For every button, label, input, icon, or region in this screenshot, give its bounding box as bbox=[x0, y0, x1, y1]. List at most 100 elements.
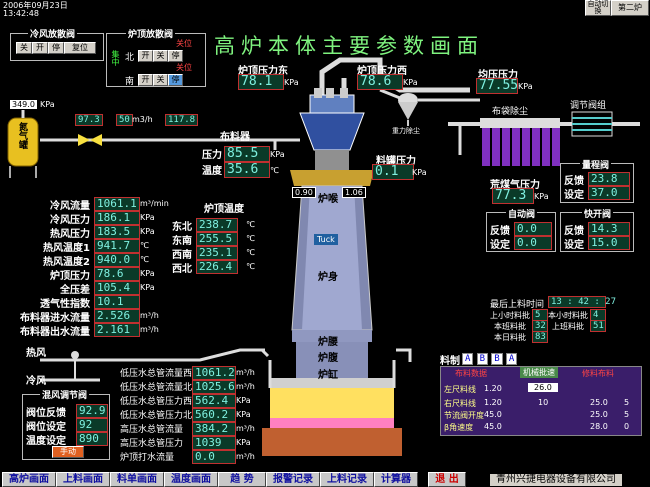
auto-valve-set-label: 设定 bbox=[490, 240, 510, 251]
regulating-valve-group-icon bbox=[571, 111, 613, 137]
charge-row-c1: 45.0 bbox=[484, 410, 502, 419]
cold-valve-stop-button[interactable]: 停 bbox=[48, 42, 64, 54]
top-valve-south-label: 南 bbox=[125, 77, 135, 87]
nav-exit-button[interactable]: 退 出 bbox=[428, 472, 466, 487]
charge-row-value: 51 bbox=[590, 320, 606, 332]
mix-valve-value[interactable]: 92 bbox=[76, 418, 108, 432]
flow-valve-set-label: 设定 bbox=[564, 190, 584, 201]
auto-switch-button[interactable]: 自动切换 bbox=[585, 0, 611, 16]
charge-table-title: 料制 bbox=[440, 356, 460, 367]
blast-param-label: 热风压力 bbox=[50, 229, 90, 240]
charge-tag[interactable]: A bbox=[505, 353, 518, 365]
charge-tag[interactable]: B bbox=[476, 353, 489, 365]
fast-valve-fb: 14.3 bbox=[588, 222, 630, 236]
auto-valve-title: 自动阀 bbox=[506, 207, 538, 220]
mix-valve-value[interactable]: 890 bbox=[76, 432, 108, 446]
water-param-label: 高压水总管压力 bbox=[120, 439, 184, 449]
blast-param-value: 1061.1 bbox=[94, 197, 140, 211]
blast-param-label: 布料器进水流量 bbox=[20, 313, 90, 324]
blast-param-label: 热风温度2 bbox=[43, 257, 90, 268]
top-valve-north-stop-button[interactable]: 停 bbox=[168, 50, 183, 62]
distributor-pressure-value: 85.5 bbox=[224, 146, 270, 162]
blast-param-unit: KPa bbox=[140, 227, 155, 236]
top-valve-north-open-button[interactable]: 开 bbox=[138, 50, 153, 62]
gravity-dust-label: 重力除尘 bbox=[392, 127, 420, 135]
gravity-dust-collector-icon bbox=[398, 93, 418, 126]
fast-valve-set[interactable]: 15.0 bbox=[588, 236, 630, 250]
water-param-unit: m³/h bbox=[236, 424, 255, 433]
top-valve-south-close-button[interactable]: 关 bbox=[153, 74, 168, 86]
water-param-value: 1061.2 bbox=[192, 366, 236, 380]
top-temp-unit: ℃ bbox=[246, 234, 255, 243]
wet-gas-label: 荒煤气压力 bbox=[490, 180, 540, 191]
top-press-west-value: 78.6 bbox=[357, 74, 403, 90]
equal-press-label: 均压压力 bbox=[478, 70, 518, 81]
charge-row-c3: 25.0 bbox=[590, 398, 608, 407]
charge-row-label: 本小时料批 bbox=[548, 311, 588, 320]
blast-param-label: 炉顶压力 bbox=[50, 271, 90, 282]
water-param-label: 低压水总管压力北 bbox=[120, 411, 193, 421]
blast-param-unit: m³/h bbox=[140, 325, 159, 334]
flow-valve-title: 量程阀 bbox=[580, 158, 612, 171]
top-valve-center-label: 集中 bbox=[111, 50, 120, 66]
water-param-unit: m³/h bbox=[236, 452, 255, 461]
top-temp-label: 西北 bbox=[172, 264, 192, 275]
nitrogen-tank-icon bbox=[7, 110, 39, 178]
blast-param-unit: KPa bbox=[140, 269, 155, 278]
nav-trend-button[interactable]: 趋 势 bbox=[218, 472, 266, 487]
charge-tag[interactable]: B bbox=[491, 353, 503, 365]
top-temp-title: 炉顶温度 bbox=[204, 204, 244, 215]
blast-param-unit: KPa bbox=[140, 213, 155, 222]
mix-valve-label: 阀位设定 bbox=[26, 422, 66, 433]
cold-valve-open-button[interactable]: 开 bbox=[32, 42, 48, 54]
top-temp-unit: ℃ bbox=[246, 262, 255, 271]
mix-valve-mode-button[interactable]: 手动 bbox=[52, 446, 84, 458]
fast-valve-set-label: 设定 bbox=[564, 240, 584, 251]
distributor-label: 布料器 bbox=[220, 132, 250, 143]
water-param-unit: KPa bbox=[236, 438, 251, 447]
blast-param-label: 冷风压力 bbox=[50, 215, 90, 226]
nav-material-list-button[interactable]: 料单画面 bbox=[110, 472, 164, 487]
charge-row-name: 节流阀开度 bbox=[444, 411, 484, 420]
bag-dust-collector-icon bbox=[480, 118, 560, 166]
top-valve-south-open-button[interactable]: 开 bbox=[138, 74, 153, 86]
top-valve-south-stop-button[interactable]: 停 bbox=[168, 74, 183, 86]
nav-furnace-button[interactable]: 高炉画面 bbox=[2, 472, 56, 487]
charge-header: 修料布料 bbox=[582, 369, 614, 378]
nav-charging-button[interactable]: 上料画面 bbox=[56, 472, 110, 487]
top-temp-unit: ℃ bbox=[246, 220, 255, 229]
charge-tag[interactable]: A bbox=[462, 353, 474, 365]
flow-valve-fb: 23.8 bbox=[588, 172, 630, 186]
hot-blast-label: 热风 bbox=[26, 348, 46, 359]
nav-charge-log-button[interactable]: 上料记录 bbox=[320, 472, 374, 487]
nav-temperature-button[interactable]: 温度画面 bbox=[164, 472, 218, 487]
flow-valve-set[interactable]: 37.0 bbox=[588, 186, 630, 200]
charge-row-c1: 1.20 bbox=[484, 384, 502, 393]
last-charge-time: 13 : 42 : 27 bbox=[548, 296, 616, 308]
charge-row-label: 本日料批 bbox=[494, 333, 526, 342]
blast-param-value: 941.7 bbox=[94, 239, 140, 253]
flow-valve-fb-label: 反馈 bbox=[564, 176, 584, 187]
water-param-value: 1025.6 bbox=[192, 380, 236, 394]
water-param-value: 560.2 bbox=[192, 408, 236, 422]
top-temp-value: 226.4 bbox=[196, 260, 238, 274]
cold-valve-close-button[interactable]: 关 bbox=[16, 42, 32, 54]
cold-valve-reset-button[interactable]: 复位 bbox=[64, 42, 96, 54]
nitrogen-pressure: 349.0 bbox=[10, 100, 37, 109]
furnace-top-icon bbox=[290, 88, 374, 186]
blast-param-label: 布料器出水流量 bbox=[20, 327, 90, 338]
furnace-two-button[interactable]: 第二炉 bbox=[611, 0, 649, 16]
top-temp-value: 235.1 bbox=[196, 246, 238, 260]
charge-row-c3: 25.0 bbox=[590, 410, 608, 419]
blast-param-value: 105.4 bbox=[94, 281, 140, 295]
nav-alarm-log-button[interactable]: 报警记录 bbox=[266, 472, 320, 487]
auto-valve-set[interactable]: 0.0 bbox=[514, 236, 552, 250]
bag-dust-label: 布袋除尘 bbox=[492, 107, 529, 117]
top-valve-north-close-button[interactable]: 关 bbox=[153, 50, 168, 62]
charge-row-c3: 28.0 bbox=[590, 422, 608, 431]
nav-calculator-button[interactable]: 计算器 bbox=[374, 472, 418, 487]
blast-param-unit: m³/min bbox=[140, 199, 169, 208]
header-time: 13:42:48 bbox=[3, 9, 39, 18]
furnace-body-label: 炉身 bbox=[318, 272, 338, 283]
top-temp-unit: ℃ bbox=[246, 248, 255, 257]
